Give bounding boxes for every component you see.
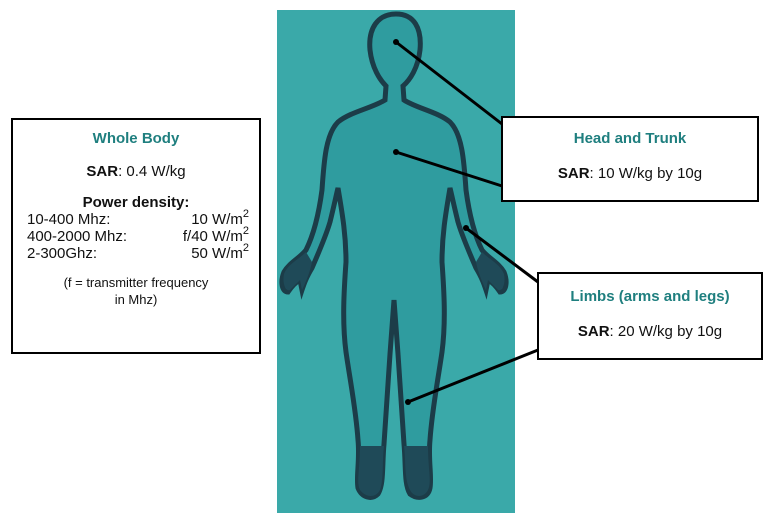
- left-foot: [358, 446, 384, 496]
- power-density-row: 2-300Ghz: 50 W/m2: [13, 245, 259, 262]
- head-trunk-box: Head and Trunk SAR: 10 W/kg by 10g: [501, 116, 759, 202]
- head-trunk-sar-value: : 10 W/kg by 10g: [590, 165, 703, 182]
- pd-frequency: 400-2000 Mhz:: [27, 228, 127, 245]
- head-trunk-title: Head and Trunk: [503, 130, 757, 147]
- body-silhouette: [282, 14, 506, 497]
- frequency-note-line1: (f = transmitter frequency: [13, 274, 259, 291]
- power-density-row: 10-400 Mhz: 10 W/m2: [13, 211, 259, 228]
- frequency-note-line2: in Mhz): [13, 291, 259, 308]
- whole-body-title: Whole Body: [13, 130, 259, 147]
- head-trunk-sar-label: SAR: [558, 165, 590, 182]
- leg-pointer-dot: [405, 399, 411, 405]
- pd-value: f/40 W/m2: [183, 228, 249, 245]
- pd-frequency: 2-300Ghz:: [27, 245, 97, 262]
- whole-body-sar-label: SAR: [86, 163, 118, 180]
- pd-value: 50 W/m2: [191, 245, 249, 262]
- frequency-note: (f = transmitter frequency in Mhz): [13, 274, 259, 308]
- limbs-sar-label: SAR: [578, 323, 610, 340]
- limbs-box: Limbs (arms and legs) SAR: 20 W/kg by 10…: [537, 272, 763, 360]
- power-density-row: 400-2000 Mhz: f/40 W/m2: [13, 228, 259, 245]
- whole-body-sar: SAR: 0.4 W/kg: [13, 163, 259, 180]
- limbs-sar: SAR: 20 W/kg by 10g: [539, 323, 761, 340]
- whole-body-sar-value: : 0.4 W/kg: [118, 163, 186, 180]
- arm-pointer-dot: [463, 225, 469, 231]
- pd-value: 10 W/m2: [191, 211, 249, 228]
- head-trunk-sar: SAR: 10 W/kg by 10g: [503, 165, 757, 182]
- limbs-sar-value: : 20 W/kg by 10g: [610, 323, 723, 340]
- limbs-title: Limbs (arms and legs): [539, 288, 761, 305]
- power-density-title: Power density:: [13, 194, 259, 211]
- head-pointer-dot: [393, 39, 399, 45]
- pd-frequency: 10-400 Mhz:: [27, 211, 110, 228]
- trunk-pointer-dot: [393, 149, 399, 155]
- whole-body-box: Whole Body SAR: 0.4 W/kg Power density: …: [11, 118, 261, 354]
